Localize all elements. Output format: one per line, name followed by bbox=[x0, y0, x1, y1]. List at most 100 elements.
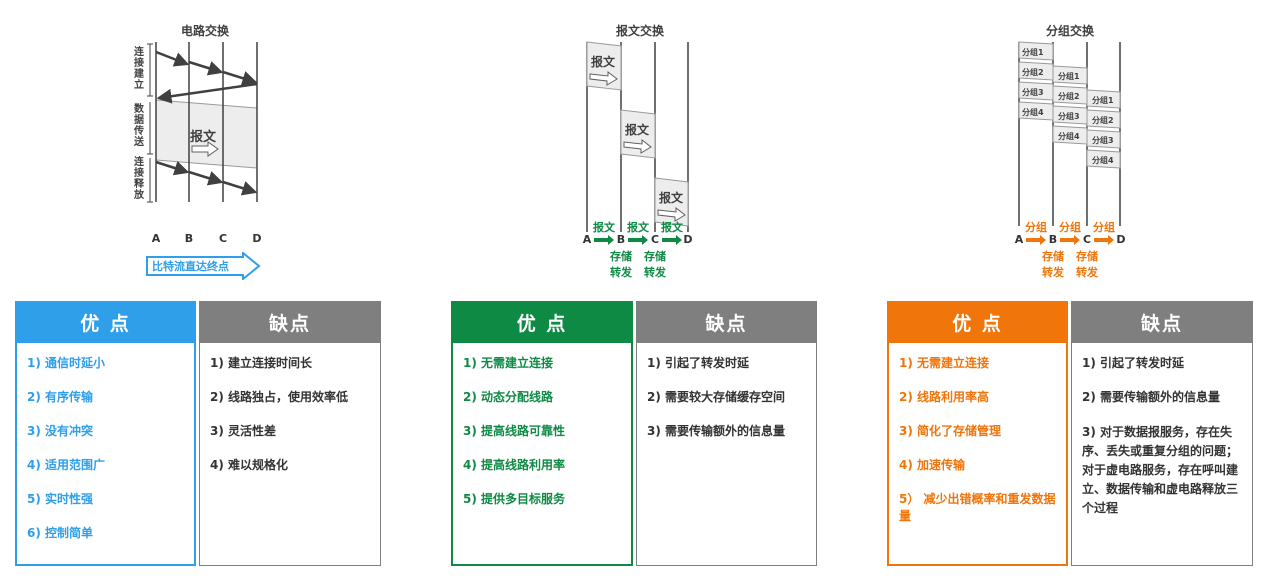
packet-1-label: 分组1 bbox=[1092, 96, 1114, 105]
packet-4-label: 分组4 bbox=[1092, 156, 1114, 165]
phase-connection-release: 连接释放 bbox=[134, 157, 144, 201]
packet-4-label: 分组4 bbox=[1058, 132, 1080, 141]
packet-hop-label-1: 分组 bbox=[1025, 221, 1047, 234]
packet-2-label: 分组2 bbox=[1022, 68, 1044, 77]
packet-3-label: 分组3 bbox=[1058, 112, 1080, 121]
packet-store-label-2: 存储 bbox=[1076, 250, 1098, 263]
circuit-pros-header: 优 点 bbox=[15, 301, 196, 343]
node-d: D bbox=[1116, 233, 1126, 246]
circuit-cons-body: 1) 建立连接时间长 2) 线路独占，使用效率低 3) 灵活性差 4) 难以规格… bbox=[199, 343, 381, 566]
phase-data-transfer: 数据传送 bbox=[134, 104, 144, 148]
message-forward-label-1: 转发 bbox=[610, 266, 632, 279]
packet-forward-label-2: 转发 bbox=[1076, 266, 1098, 279]
packet-pros-panel: 优 点 1) 无需建立连接 2) 线路利用率高 3) 简化了存储管理 4) 加速… bbox=[887, 301, 1068, 566]
direct-arrow-shape bbox=[146, 252, 261, 280]
message-hop-label-2: 报文 bbox=[627, 221, 649, 234]
list-item: 2) 动态分配线路 bbox=[463, 390, 554, 404]
list-item: 1) 通信时延小 bbox=[27, 356, 106, 370]
packet-labels-hop-3: 分组1 分组2 分组3 分组4 bbox=[1092, 91, 1114, 171]
list-item: 6) 控制简单 bbox=[27, 526, 94, 540]
packet-hop-label-2: 分组 bbox=[1059, 221, 1081, 234]
packet-cons-panel: 缺点 1) 引起了转发时延 2) 需要传输额外的信息量 3) 对于数据报服务，存… bbox=[1071, 301, 1253, 566]
message-forward-label-2: 转发 bbox=[644, 266, 666, 279]
node-b: B bbox=[1048, 233, 1058, 246]
direct-to-destination-label: 比特流直达终点 bbox=[152, 260, 229, 273]
circuit-pros-panel: 优 点 1) 通信时延小 2) 有序传输 3) 没有冲突 4) 适用范围广 5)… bbox=[15, 301, 196, 566]
node-a: A bbox=[582, 233, 592, 246]
list-item: 3) 需要传输额外的信息量 bbox=[647, 424, 786, 438]
message-cons-panel: 缺点 1) 引起了转发时延 2) 需要较大存储缓存空间 3) 需要传输额外的信息… bbox=[636, 301, 817, 566]
message-hop-label-1: 报文 bbox=[593, 221, 615, 234]
message-pros-body: 1) 无需建立连接 2) 动态分配线路 3) 提高线路可靠性 4) 提高线路利用… bbox=[451, 343, 633, 566]
packet-forward-label-1: 转发 bbox=[1042, 266, 1064, 279]
node-c: C bbox=[1082, 233, 1092, 246]
message-store-label-1: 存储 bbox=[610, 250, 632, 263]
circuit-cons-header: 缺点 bbox=[199, 301, 381, 343]
packet-switching-diagram bbox=[1018, 41, 1121, 226]
list-item: 2) 线路利用率高 bbox=[899, 390, 990, 404]
list-item: 5) 实时性强 bbox=[27, 492, 94, 506]
node-d: D bbox=[252, 232, 262, 245]
node-b: B bbox=[184, 232, 194, 245]
list-item: 2) 需要传输额外的信息量 bbox=[1082, 390, 1221, 404]
message-cons-header: 缺点 bbox=[636, 301, 817, 343]
packet-2-label: 分组2 bbox=[1092, 116, 1114, 125]
circuit-cons-panel: 缺点 1) 建立连接时间长 2) 线路独占，使用效率低 3) 灵活性差 4) 难… bbox=[199, 301, 381, 566]
list-item: 2) 有序传输 bbox=[27, 390, 94, 404]
message-block-1-label: 报文 bbox=[591, 55, 616, 69]
node-d: D bbox=[683, 233, 693, 246]
message-switching-title: 报文交换 bbox=[615, 24, 664, 38]
list-item: 3) 灵活性差 bbox=[210, 424, 277, 438]
node-a: A bbox=[151, 232, 161, 245]
packet-3-label: 分组3 bbox=[1022, 88, 1044, 97]
list-item: 4) 难以规格化 bbox=[210, 458, 289, 472]
list-item: 5） 减少出错概率和重发数据量 bbox=[899, 492, 1056, 523]
message-switching-diagram bbox=[586, 41, 689, 232]
message-hop-label-3: 报文 bbox=[661, 221, 683, 234]
circuit-switching-diagram bbox=[147, 42, 258, 203]
list-item: 3) 简化了存储管理 bbox=[899, 424, 1002, 438]
packet-4-label: 分组4 bbox=[1022, 108, 1044, 117]
list-item: 4) 加速传输 bbox=[899, 458, 966, 472]
packet-cons-body: 1) 引起了转发时延 2) 需要传输额外的信息量 3) 对于数据报服务，存在失序… bbox=[1071, 343, 1253, 566]
packet-1-label: 分组1 bbox=[1022, 48, 1044, 57]
list-item: 3) 提高线路可靠性 bbox=[463, 424, 566, 438]
list-item: 1) 引起了转发时延 bbox=[647, 356, 750, 370]
packet-3-label: 分组3 bbox=[1092, 136, 1114, 145]
message-hop-arrows bbox=[594, 235, 682, 245]
message-pros-panel: 优 点 1) 无需建立连接 2) 动态分配线路 3) 提高线路可靠性 4) 提高… bbox=[451, 301, 633, 566]
list-item: 1) 引起了转发时延 bbox=[1082, 356, 1185, 370]
packet-store-label-1: 存储 bbox=[1042, 250, 1064, 263]
list-item: 3) 对于数据报服务，存在失序、丢失或重复分组的问题；对于虚电路服务，存在呼叫建… bbox=[1082, 425, 1239, 515]
list-item: 5) 提供多目标服务 bbox=[463, 492, 566, 506]
circuit-pros-body: 1) 通信时延小 2) 有序传输 3) 没有冲突 4) 适用范围广 5) 实时性… bbox=[15, 343, 196, 566]
packet-pros-header: 优 点 bbox=[887, 301, 1068, 343]
list-item: 1) 无需建立连接 bbox=[899, 356, 990, 370]
message-pros-header: 优 点 bbox=[451, 301, 633, 343]
packet-cons-header: 缺点 bbox=[1071, 301, 1253, 343]
node-b: B bbox=[616, 233, 626, 246]
packet-pros-body: 1) 无需建立连接 2) 线路利用率高 3) 简化了存储管理 4) 加速传输 5… bbox=[887, 343, 1068, 566]
packet-labels-hop-2: 分组1 分组2 分组3 分组4 bbox=[1058, 67, 1080, 147]
circuit-switching-title: 电路交换 bbox=[180, 24, 229, 38]
node-c: C bbox=[650, 233, 660, 246]
packet-labels-hop-1: 分组1 分组2 分组3 分组4 bbox=[1022, 43, 1044, 123]
circuit-message-label: 报文 bbox=[190, 130, 217, 145]
packet-hop-label-3: 分组 bbox=[1093, 221, 1115, 234]
message-store-label-2: 存储 bbox=[644, 250, 666, 263]
message-block-3-label: 报文 bbox=[659, 191, 684, 205]
node-c: C bbox=[218, 232, 228, 245]
list-item: 1) 建立连接时间长 bbox=[210, 356, 313, 370]
node-a: A bbox=[1014, 233, 1024, 246]
phase-connection-setup: 连接建立 bbox=[134, 47, 144, 91]
message-block-2-label: 报文 bbox=[625, 123, 650, 137]
list-item: 2) 需要较大存储缓存空间 bbox=[647, 390, 786, 404]
packet-hop-arrows bbox=[1026, 235, 1114, 245]
packet-switching-title: 分组交换 bbox=[1045, 24, 1094, 38]
list-item: 1) 无需建立连接 bbox=[463, 356, 554, 370]
packet-2-label: 分组2 bbox=[1058, 92, 1080, 101]
message-cons-body: 1) 引起了转发时延 2) 需要较大存储缓存空间 3) 需要传输额外的信息量 bbox=[636, 343, 817, 566]
list-item: 4) 适用范围广 bbox=[27, 458, 106, 472]
list-item: 4) 提高线路利用率 bbox=[463, 458, 566, 472]
list-item: 3) 没有冲突 bbox=[27, 424, 94, 438]
